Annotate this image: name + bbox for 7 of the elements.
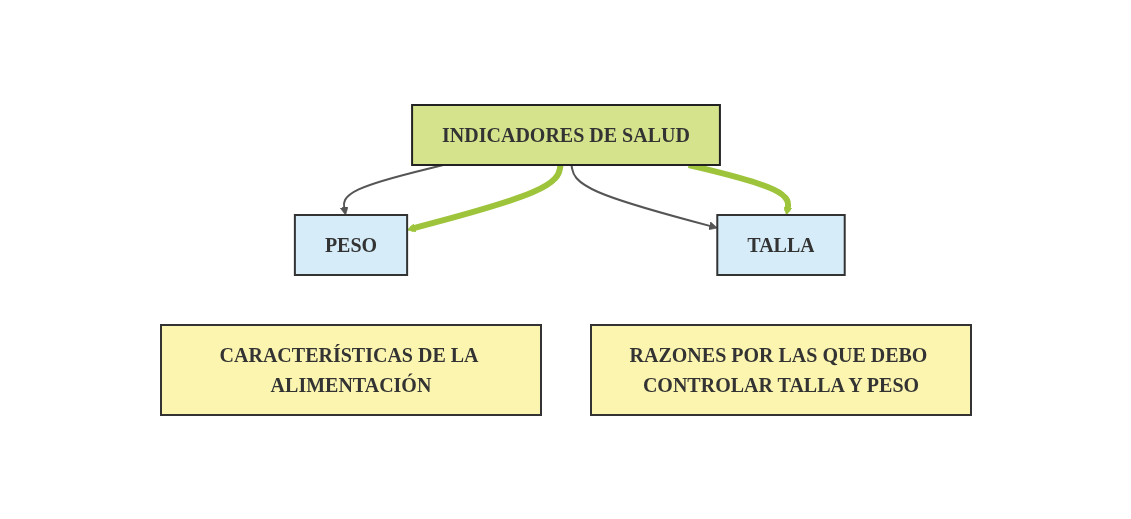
arrow [406,163,563,232]
node-box: PESO [293,213,408,276]
node-box: TALLA [715,213,846,276]
node-box: CARACTERÍSTICAS DE LA ALIMENTACIÓN [159,323,542,416]
arrow [339,163,444,215]
node-box: RAZONES POR LAS QUE DEBO CONTROLAR TALLA Y PESO [589,323,972,416]
node-box: INDICADORES DE SALUD [410,103,721,166]
